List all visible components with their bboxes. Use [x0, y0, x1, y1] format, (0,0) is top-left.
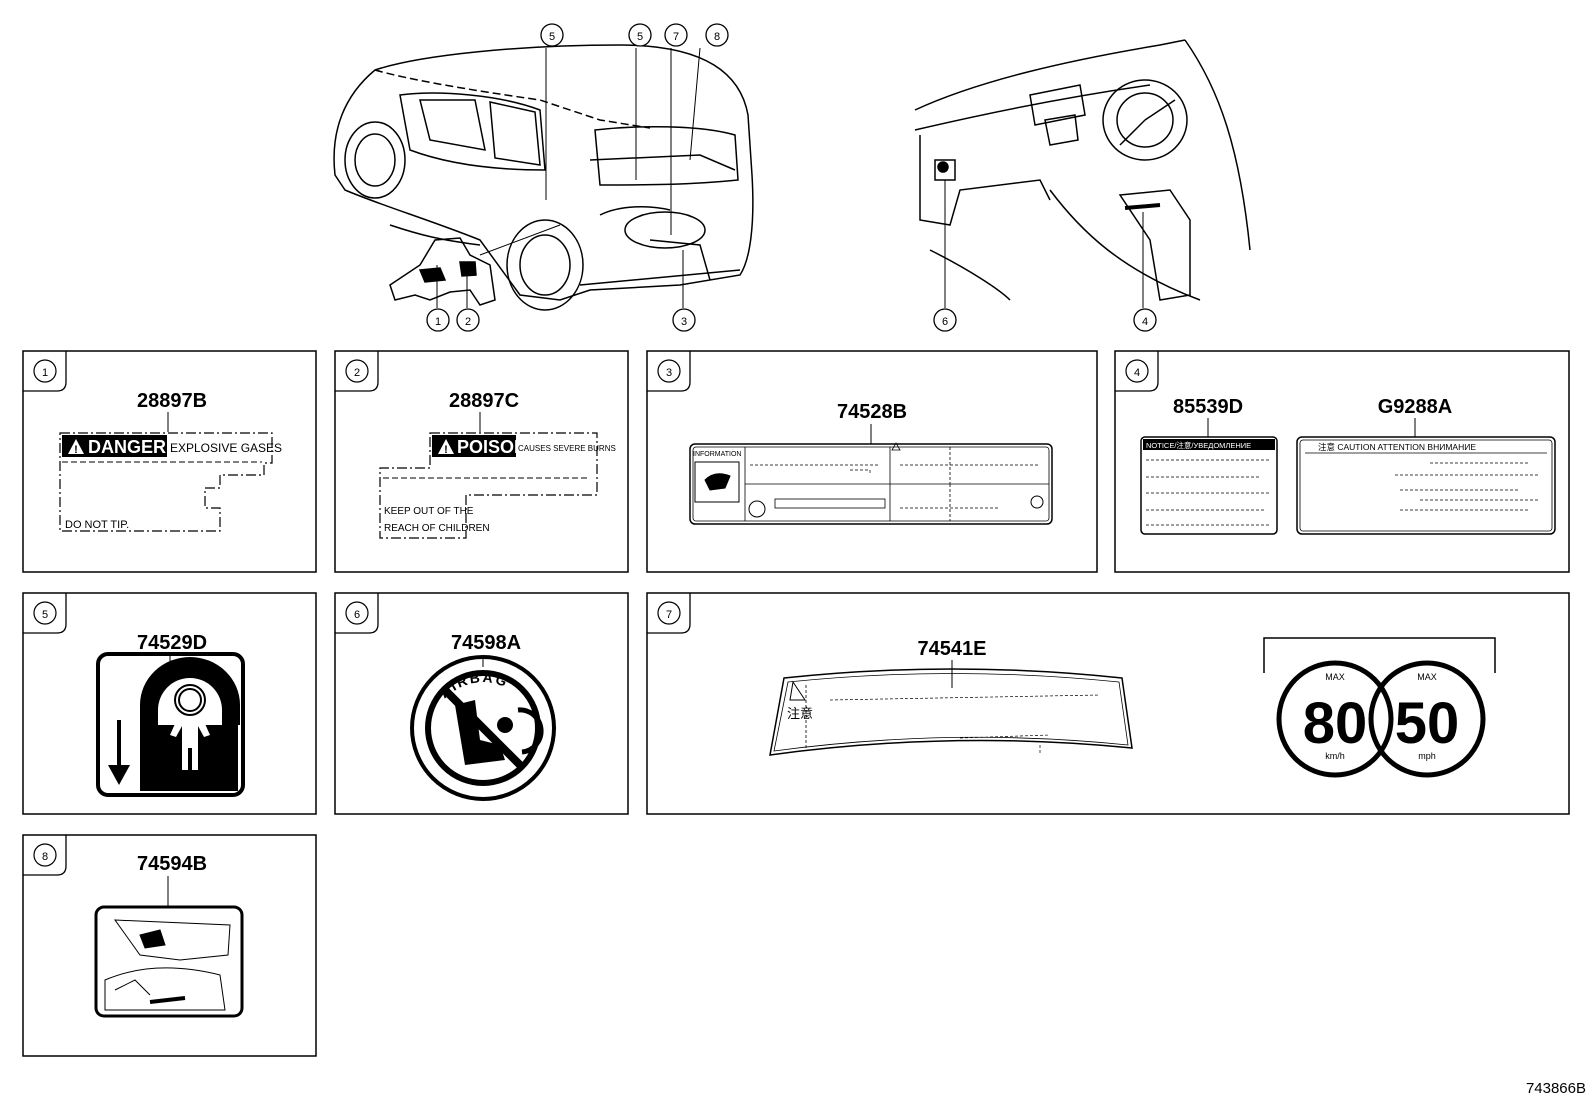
svg-text:2: 2 [465, 316, 471, 328]
svg-text:4: 4 [1142, 316, 1148, 328]
speed-bracket [1263, 637, 1496, 673]
svg-text:注意 CAUTION ATTENTION ВНИМАНИЕ: 注意 CAUTION ATTENTION ВНИМАНИЕ [1318, 442, 1476, 452]
callout-top-7: 7 [664, 23, 688, 47]
label-poison: ! POISON CAUSES SEVERE BURNS KEEP OUT OF… [379, 432, 616, 539]
vehicle-interior-illustration [914, 39, 1251, 308]
callout-top-8: 8 [705, 23, 729, 47]
part-number-74541E[interactable]: 74541E [918, 638, 987, 660]
svg-text:8: 8 [714, 31, 720, 43]
svg-text:CAUSES SEVERE BURNS: CAUSES SEVERE BURNS [518, 444, 616, 453]
svg-text:EXPLOSIVE GASES: EXPLOSIVE GASES [170, 441, 282, 455]
vehicle-rear-illustration [333, 44, 754, 311]
part-number-74529D[interactable]: 74529D [137, 632, 207, 654]
callout-top-6: 6 [933, 308, 957, 332]
svg-text:km/h: km/h [1325, 751, 1345, 761]
svg-text:INFORMATION: INFORMATION [693, 451, 741, 458]
panel-num-3: 3 [657, 359, 681, 383]
label-back-door-diagram [94, 905, 244, 1018]
panel-8-frame [22, 834, 317, 1057]
svg-text:6: 6 [942, 316, 948, 328]
svg-text:7: 7 [666, 609, 672, 621]
svg-text:8: 8 [42, 851, 48, 863]
label-info-back-door: INFORMATION [689, 442, 1053, 525]
svg-text:5: 5 [42, 609, 48, 621]
svg-text:NOTICE/注意/УВЕДОМЛЕНИЕ: NOTICE/注意/УВЕДОМЛЕНИЕ [1146, 440, 1251, 450]
part-number-28897C[interactable]: 28897C [449, 390, 519, 412]
callout-top-5b: 5 [628, 23, 652, 47]
panel-1-frame [22, 350, 317, 573]
panel-num-8: 8 [33, 843, 57, 867]
svg-text:5: 5 [549, 31, 555, 43]
child-safety-icon [96, 652, 245, 797]
panel-num-2: 2 [345, 359, 369, 383]
svg-text:3: 3 [666, 367, 672, 379]
panel-7-frame [646, 592, 1570, 815]
part-number-28897B[interactable]: 28897B [137, 390, 207, 412]
panel-5-frame [22, 592, 317, 815]
speed-label-mph: MAX 50 mph [1368, 660, 1486, 778]
part-number-85539D[interactable]: 85539D [1173, 396, 1243, 418]
svg-text:!: ! [444, 444, 448, 456]
panel-num-7: 7 [657, 601, 681, 625]
diagram-id: 743866B [1526, 1080, 1586, 1097]
panel-num-6: 6 [345, 601, 369, 625]
svg-text:1: 1 [42, 367, 48, 379]
airbag-warning-icon: AIRBAG [410, 655, 556, 801]
panel-3-frame [646, 350, 1098, 573]
svg-text:!: ! [74, 444, 78, 456]
svg-text:MAX: MAX [1417, 672, 1437, 682]
label-tire-caution: 注意 [769, 668, 1133, 756]
svg-text:50: 50 [1395, 691, 1460, 756]
svg-text:1: 1 [435, 316, 441, 328]
panel-6-frame [334, 592, 629, 815]
svg-text:80: 80 [1303, 691, 1368, 756]
panel-num-1: 1 [33, 359, 57, 383]
svg-text:7: 7 [673, 31, 679, 43]
panel-num-5: 5 [33, 601, 57, 625]
svg-text:4: 4 [1134, 367, 1140, 379]
callout-top-4: 4 [1133, 308, 1157, 332]
panel-4-frame [1114, 350, 1570, 573]
speed-label-kmh: MAX 80 km/h [1276, 660, 1394, 778]
part-number-G9288A[interactable]: G9288A [1378, 396, 1453, 418]
label-caution: 注意 CAUTION ATTENTION ВНИМАНИЕ [1296, 436, 1556, 535]
part-number-74598A[interactable]: 74598A [451, 632, 521, 654]
callout-top-1: 1 [426, 308, 450, 332]
svg-text:3: 3 [681, 316, 687, 328]
callout-top-2: 2 [456, 308, 480, 332]
svg-text:REACH OF CHILDREN: REACH OF CHILDREN [384, 523, 490, 534]
label-danger: ! DANGER EXPLOSIVE GASES DO NOT TIP. [59, 432, 282, 532]
svg-text:DANGER: DANGER [88, 437, 166, 457]
callout-top-3: 3 [672, 308, 696, 332]
panel-2-frame [334, 350, 629, 573]
svg-text:注意: 注意 [787, 706, 813, 721]
svg-text:MAX: MAX [1325, 672, 1345, 682]
panel-tabs [23, 351, 1159, 876]
svg-text:DO NOT TIP.: DO NOT TIP. [65, 519, 129, 531]
svg-text:2: 2 [354, 367, 360, 379]
part-number-74594B[interactable]: 74594B [137, 853, 207, 875]
panel-num-4: 4 [1125, 359, 1149, 383]
svg-text:KEEP OUT OF THE: KEEP OUT OF THE [384, 506, 474, 517]
svg-text:POISON: POISON [457, 437, 527, 457]
label-notice: NOTICE/注意/УВЕДОМЛЕНИЕ [1140, 436, 1278, 535]
svg-text:5: 5 [637, 31, 643, 43]
callout-top-5a: 5 [540, 23, 564, 47]
svg-text:6: 6 [354, 609, 360, 621]
svg-text:mph: mph [1418, 751, 1436, 761]
part-number-74528B[interactable]: 74528B [837, 401, 907, 423]
